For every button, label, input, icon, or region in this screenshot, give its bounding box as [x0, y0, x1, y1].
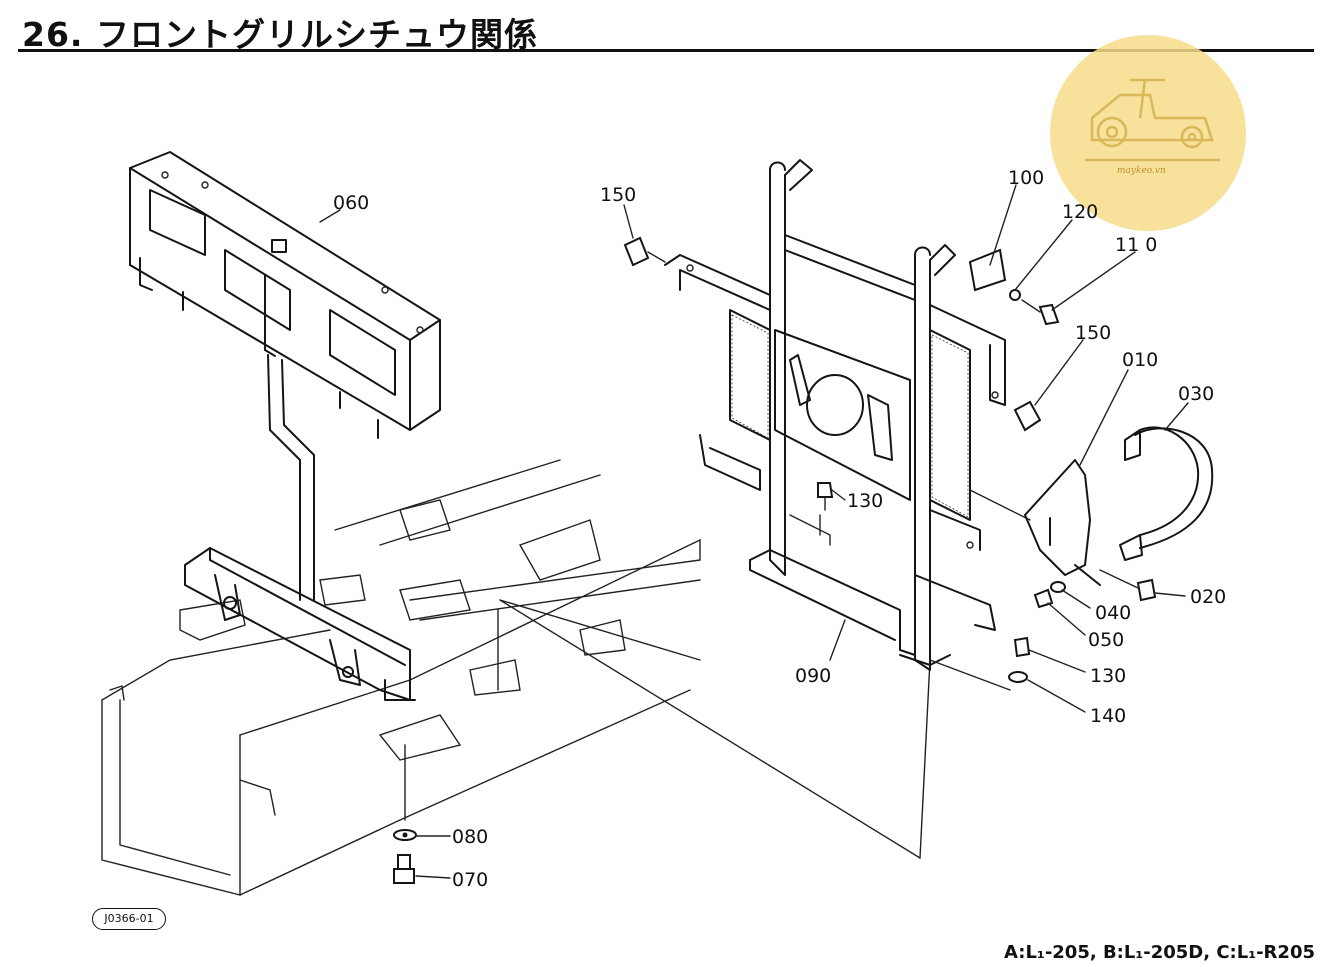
watermark-text: maykeo.vn: [1117, 166, 1166, 176]
right-hardware: [623, 236, 1157, 683]
watermark-logo: maykeo.vn: [1050, 35, 1246, 231]
figure-code-badge: J0366-01: [92, 908, 166, 930]
label-150-upper: 150: [600, 184, 636, 206]
label-060: 060: [333, 192, 369, 214]
label-130-upper: 130: [847, 490, 883, 512]
bracket-010-and-band-030: [1024, 426, 1214, 586]
bolt-and-washer-080-070: [393, 599, 931, 884]
label-010: 010: [1122, 349, 1158, 371]
label-140: 140: [1090, 705, 1126, 727]
label-050: 050: [1088, 629, 1124, 651]
label-090: 090: [795, 665, 831, 687]
page-title: 26. フロントグリルシチュウ関係: [22, 15, 538, 54]
label-150-lower: 150: [1075, 322, 1111, 344]
grille-frame: [664, 159, 1031, 691]
label-020: 020: [1190, 586, 1226, 608]
model-applicability-note: A:L₁-205, B:L₁-205D, C:L₁-R205: [1004, 942, 1315, 963]
title-underline: [18, 49, 1314, 52]
label-110: 11 0: [1115, 234, 1157, 256]
label-070: 070: [452, 869, 488, 891]
chassis-frame: [101, 459, 701, 896]
label-120: 120: [1062, 201, 1098, 223]
label-040: 040: [1095, 602, 1131, 624]
part-labels: 060 150 100 120 11 0 150 010 030 130 020…: [333, 167, 1226, 891]
part-060-upper-bracket: [129, 151, 441, 439]
stay-pipe-and-lower-bracket: [184, 354, 416, 701]
label-080: 080: [452, 826, 488, 848]
label-100: 100: [1008, 167, 1044, 189]
label-030: 030: [1178, 383, 1214, 405]
leader-lines: [319, 184, 1189, 713]
label-130-lower: 130: [1090, 665, 1126, 687]
